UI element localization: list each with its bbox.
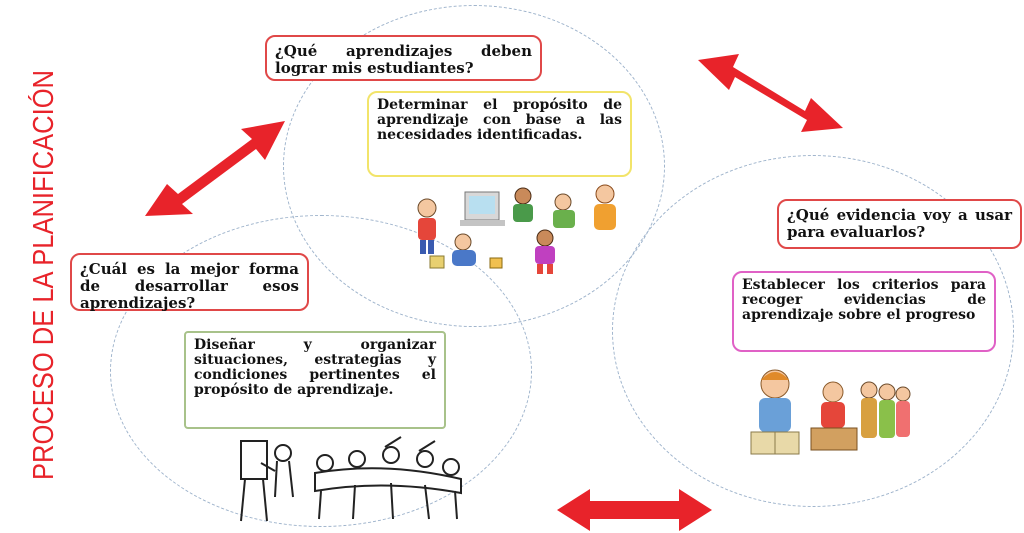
diagram-title-text: PROCESO DE LA PLANIFICACIÓN [27,70,60,480]
question-text-top: ¿Qué aprendizajes deben lograr mis estud… [275,42,532,77]
double-arrow-icon [698,54,843,132]
classroom-group-illustration [240,436,462,522]
double-arrow-icon [557,489,712,531]
question-text-right: ¿Qué evidencia voy a usar para evaluarlo… [787,206,1012,241]
children-learning-illustration [417,184,616,274]
description-text-left: Diseñar y organizar situaciones, estrate… [194,337,436,398]
description-text-right: Establecer los criterios para recoger ev… [742,277,986,323]
description-box-left: Diseñar y organizar situaciones, estrate… [184,331,446,429]
double-arrow-icon [145,121,285,216]
diagram-title: PROCESO DE LA PLANIFICACIÓN [27,70,60,480]
description-box-top: Determinar el propósito de aprendizaje c… [367,91,632,177]
stage-circle-right [612,155,1014,507]
description-box-right: Establecer los criterios para recoger ev… [732,271,996,352]
question-box-top: ¿Qué aprendizajes deben lograr mis estud… [265,35,542,81]
question-box-right: ¿Qué evidencia voy a usar para evaluarlo… [777,199,1022,249]
question-box-left: ¿Cuál es la mejor forma de desarrollar e… [70,253,309,312]
stage-circle-left [110,215,532,527]
question-text-left: ¿Cuál es la mejor forma de desarrollar e… [80,260,299,312]
description-text-top: Determinar el propósito de aprendizaje c… [377,97,622,143]
teacher-and-students-illustration [750,369,911,455]
